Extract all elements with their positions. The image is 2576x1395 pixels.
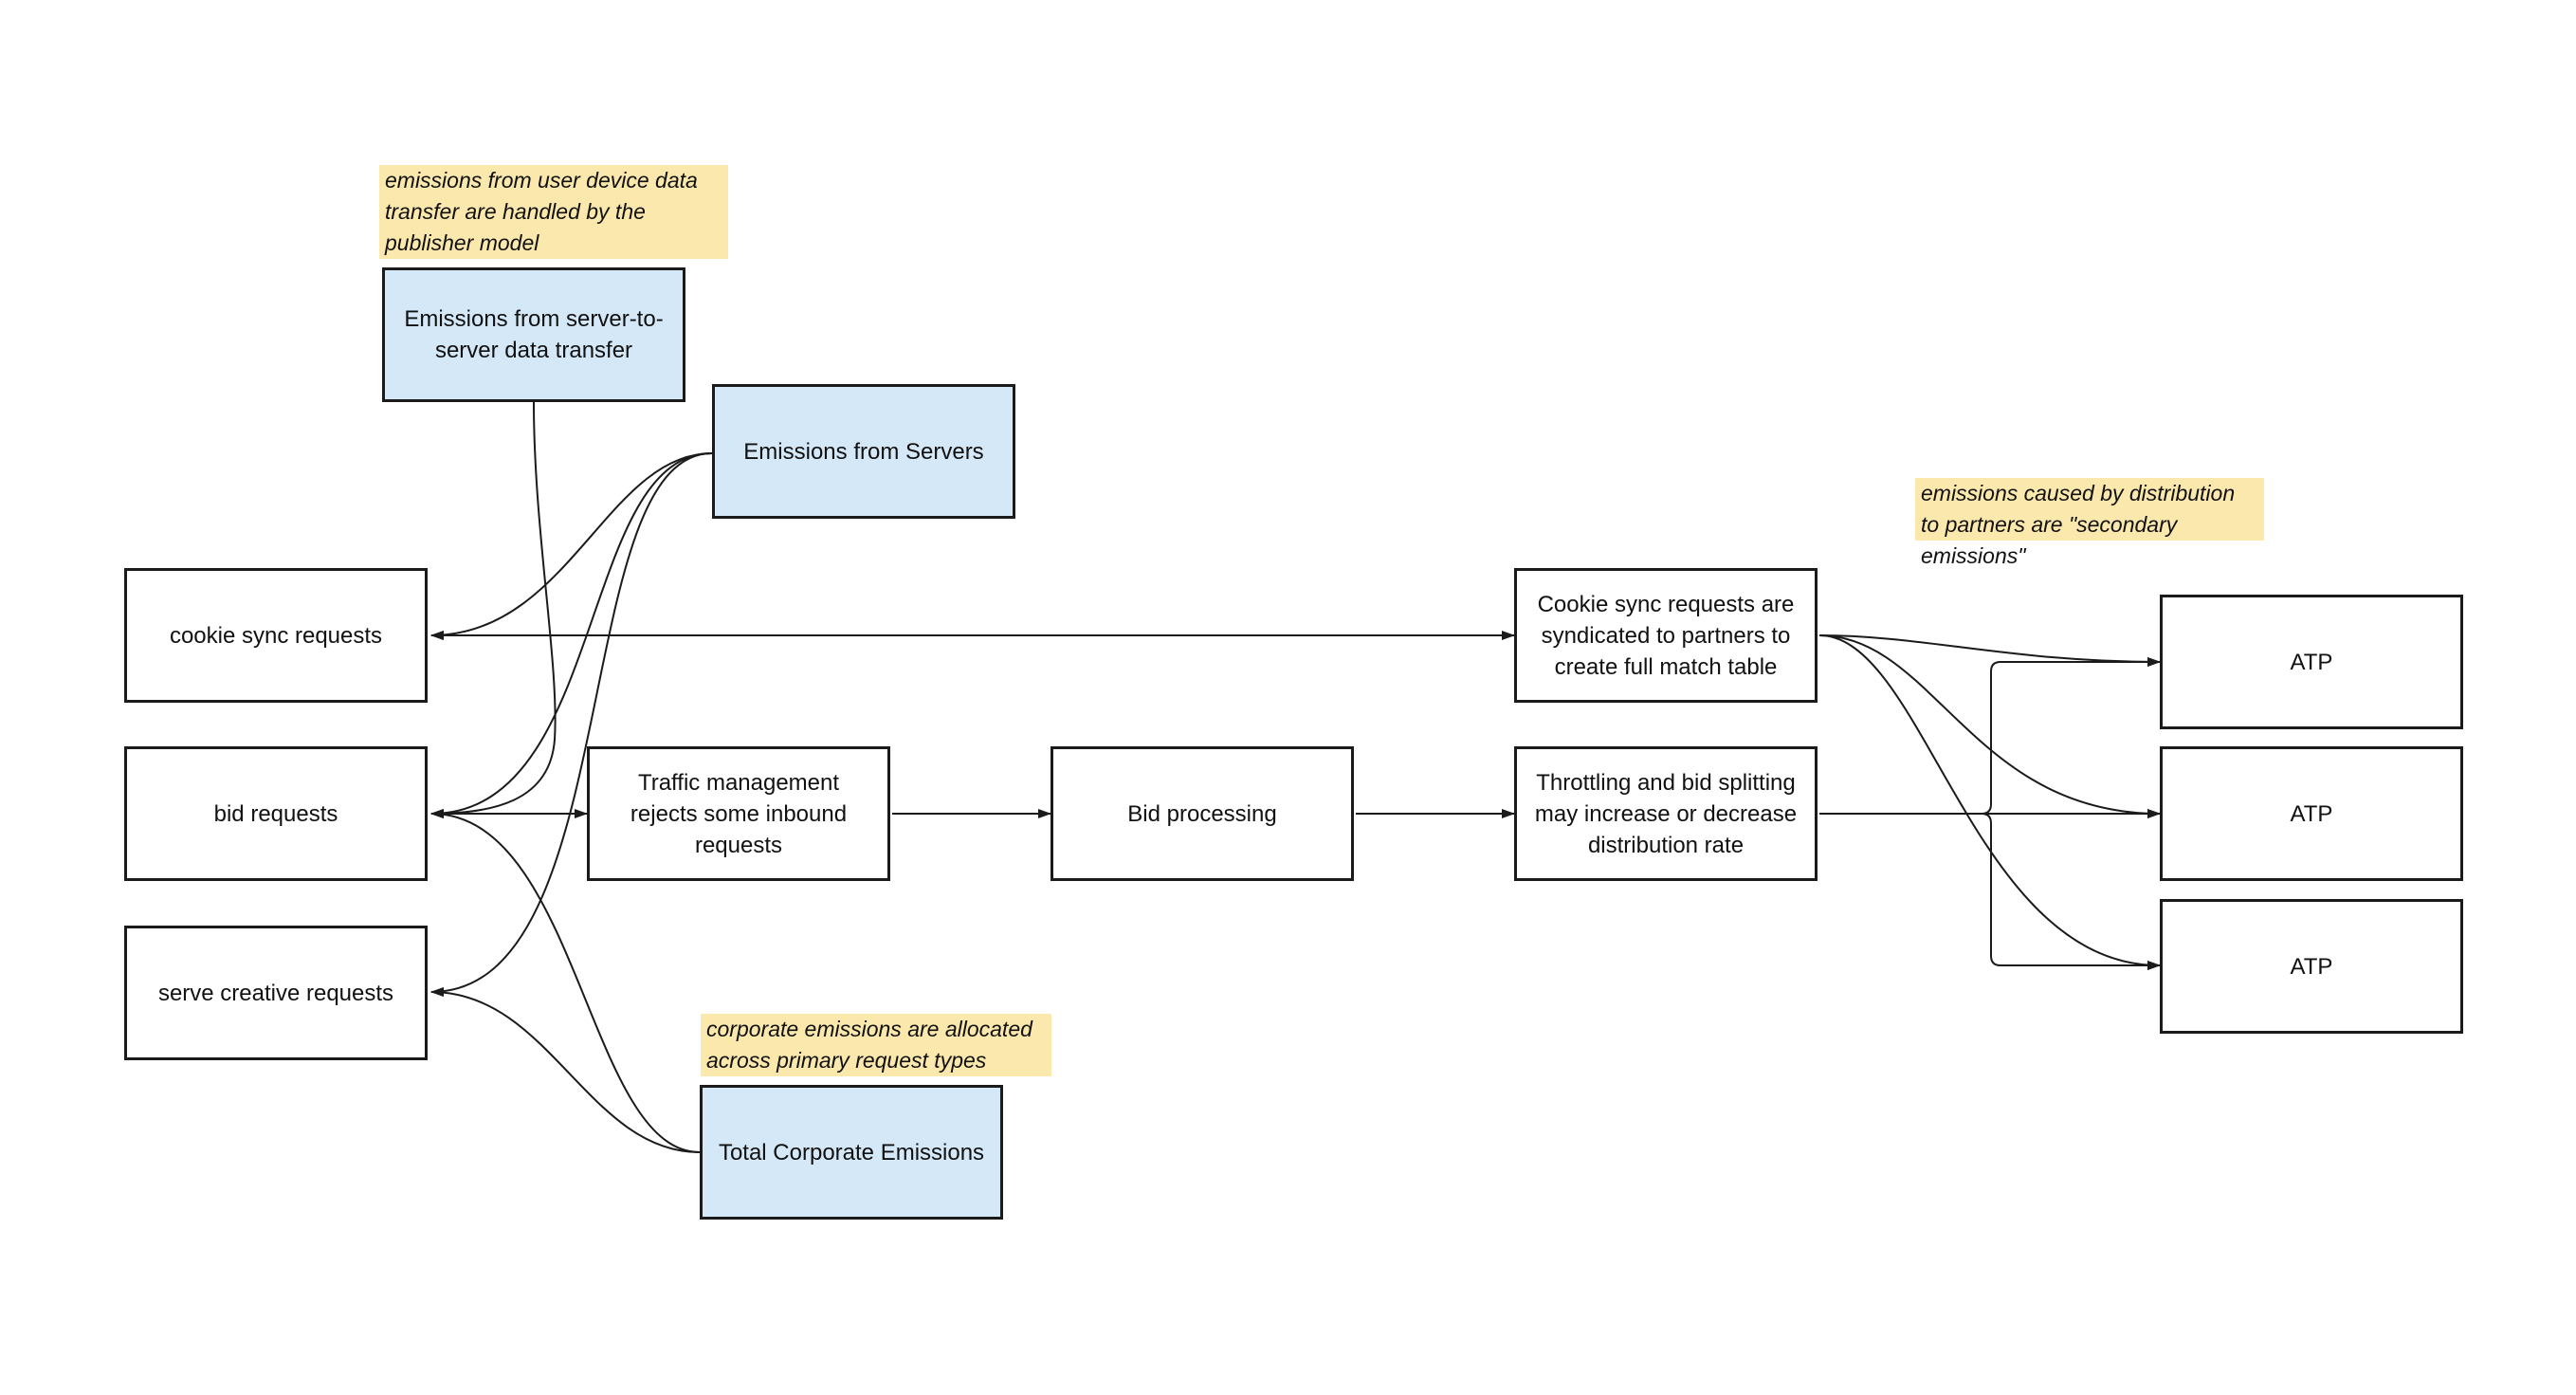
node-throttling-label: Throttling and bid splitting may increas… [1534,769,1798,858]
edge-syndicated-to-atp3 [1818,634,2161,970]
node-bid-processing[interactable]: Bid processing [1050,746,1354,881]
node-atp-3-label: ATP [2290,953,2333,980]
node-atp-1[interactable]: ATP [2160,595,2463,729]
node-atp-3[interactable]: ATP [2160,899,2463,1034]
node-serve-creative-requests[interactable]: serve creative requests [124,926,428,1060]
edge-syndicated-to-atp1 [1818,634,2161,667]
node-total-corporate-label: Total Corporate Emissions [718,1139,985,1166]
node-serve-creative-requests-label: serve creative requests [157,980,394,1006]
node-cookie-sync-syndicated[interactable]: Cookie sync requests are syndicated to p… [1514,568,1818,703]
node-cookie-sync-requests[interactable]: cookie sync requests [124,568,428,703]
note-corporate-text: corporate emissions are allocated across… [706,1017,1032,1073]
edge-servers-to-cookie [430,452,713,640]
node-emissions-s2s-label: Emissions from server-to-server data tra… [404,306,664,363]
node-atp-2-label: ATP [2290,800,2333,827]
note-secondary: emissions caused by distribution to part… [1915,478,2264,568]
edge-throttling-to-atp1 [1819,657,2161,815]
edge-s2s-to-bid [430,401,557,818]
edge-corporate-to-bid [430,809,701,1153]
node-emissions-servers[interactable]: Emissions from Servers [712,384,1015,519]
edge-throttling-to-atp3 [1819,813,2161,970]
node-total-corporate[interactable]: Total Corporate Emissions [700,1085,1003,1220]
node-traffic-management-label: Traffic management rejects some inbound … [630,769,848,858]
node-traffic-management[interactable]: Traffic management rejects some inbound … [587,746,890,881]
node-emissions-s2s[interactable]: Emissions from server-to-server data tra… [382,267,685,402]
note-user-device: emissions from user device data transfer… [379,165,728,259]
note-secondary-text: emissions caused by distribution to part… [1921,481,2236,568]
node-cookie-sync-requests-label: cookie sync requests [169,622,383,649]
edge-servers-to-creative [430,452,713,997]
node-atp-2[interactable]: ATP [2160,746,2463,881]
edge-syndicated-to-atp2 [1818,634,2161,818]
node-bid-processing-label: Bid processing [1127,800,1277,827]
node-bid-requests-label: bid requests [213,800,338,827]
node-throttling[interactable]: Throttling and bid splitting may increas… [1514,746,1818,881]
node-cookie-sync-syndicated-label: Cookie sync requests are syndicated to p… [1537,591,1795,680]
note-corporate: corporate emissions are allocated across… [701,1014,1051,1076]
edge-corporate-to-creative [430,987,701,1153]
node-atp-1-label: ATP [2290,649,2333,675]
node-bid-requests[interactable]: bid requests [124,746,428,881]
note-user-device-text: emissions from user device data transfer… [385,168,698,255]
node-emissions-servers-label: Emissions from Servers [743,438,984,465]
